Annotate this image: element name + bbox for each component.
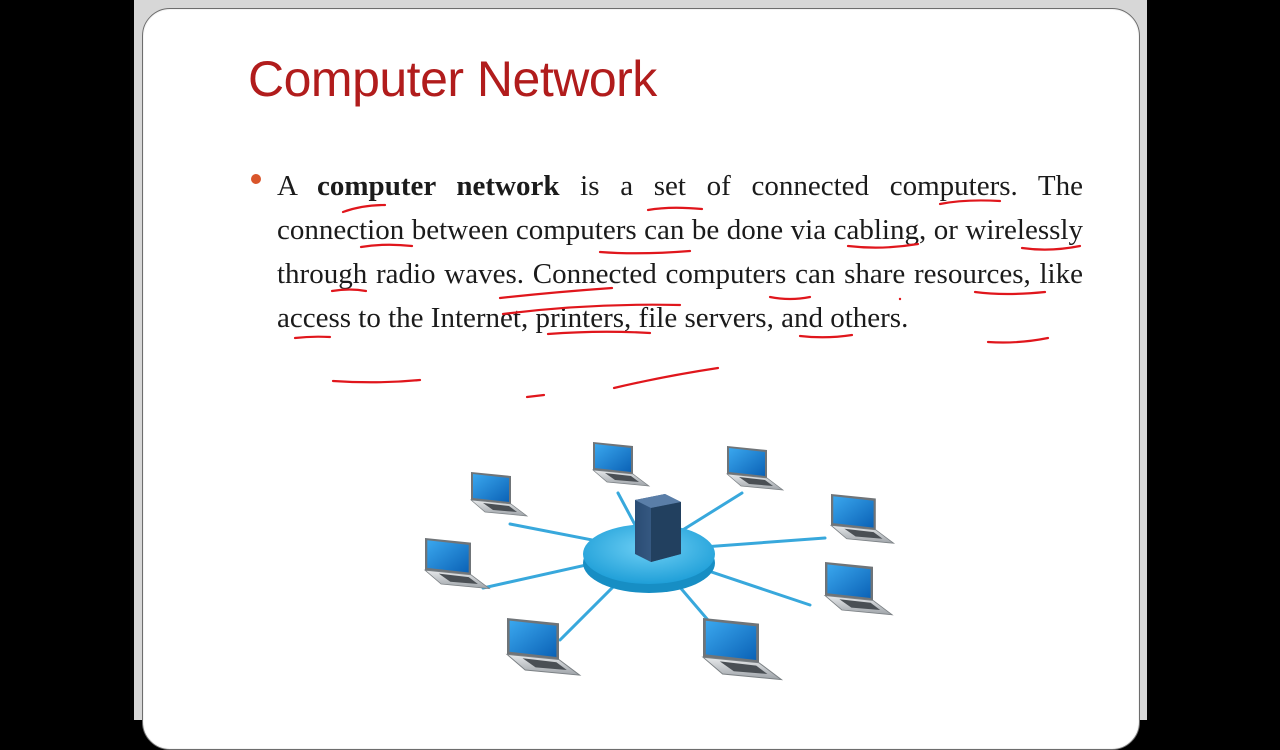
laptop-icon (424, 537, 490, 590)
bullet-text-bold: computer network (317, 170, 560, 202)
bullet-text: A computer network is a set of connected… (277, 164, 1083, 340)
network-diagram (424, 441, 895, 681)
bullet-text-part1: A (277, 170, 318, 202)
laptop-icon (592, 441, 650, 487)
slide-title: Computer Network (248, 51, 657, 107)
laptop-icon (726, 445, 784, 491)
laptop-icon (470, 471, 528, 517)
laptop-icon (830, 493, 895, 544)
laptop-icon (506, 617, 581, 676)
laptop-icon (702, 617, 783, 681)
server-icon (635, 494, 681, 562)
bullet-icon (251, 174, 261, 184)
laptop-icon (824, 561, 893, 616)
